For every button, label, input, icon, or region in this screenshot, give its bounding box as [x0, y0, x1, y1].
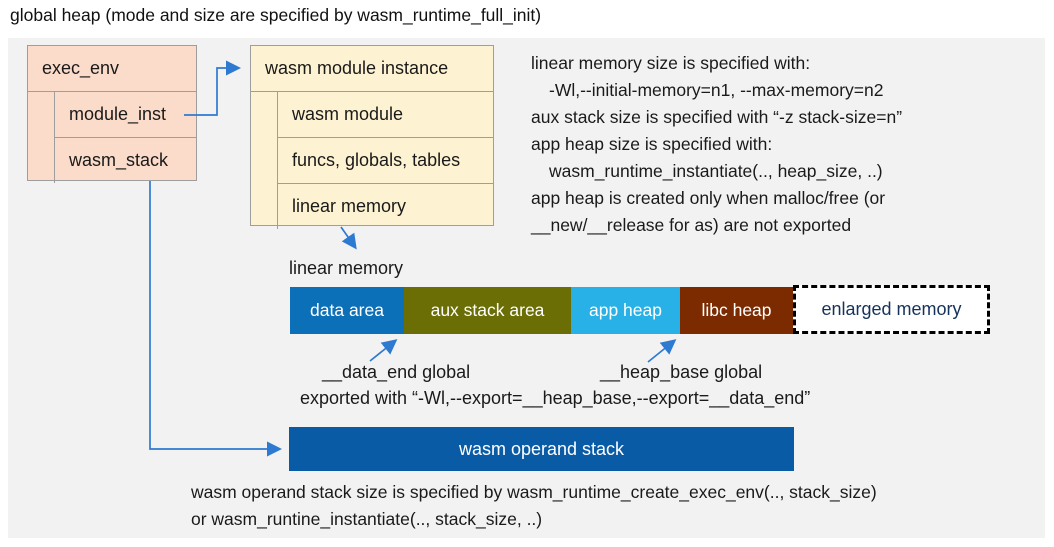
exec-env-gutter [28, 92, 55, 183]
exec-env-row-module-inst: module_inst [55, 92, 196, 138]
size-notes: linear memory size is specified with: -W… [531, 50, 1043, 239]
segment-aux-stack-area: aux stack area [404, 287, 571, 334]
linear-memory-bar: data area aux stack area app heap libc h… [290, 287, 793, 334]
exec-env-rows: module_inst wasm_stack [55, 92, 196, 183]
module-row-linear-memory: linear memory [292, 196, 407, 216]
wasm-module-instance-gutter [251, 92, 278, 229]
segment-enlarged-memory: enlarged memory [793, 285, 990, 334]
linear-memory-label: linear memory [289, 258, 404, 278]
segment-libc-heap: libc heap [680, 287, 793, 334]
exec-env-box: exec_env module_inst wasm_stack [27, 45, 197, 183]
operand-stack-note-line2: or wasm_runtine_instantiate(.., stack_si… [191, 509, 543, 529]
wasm-module-instance-body: wasm module funcs, globals, tables linea… [251, 92, 493, 229]
module-row-funcs-globals-tables: funcs, globals, tables [278, 138, 493, 184]
exec-env-row-wasm-stack: wasm_stack [69, 150, 169, 170]
wasm-operand-stack-bar: wasm operand stack [289, 427, 794, 471]
wasm-module-instance-rows: wasm module funcs, globals, tables linea… [278, 92, 493, 229]
segment-data-area: data area [290, 287, 404, 334]
note-line: -Wl,--initial-memory=n1, --max-memory=n2 [549, 80, 884, 100]
module-row-wasm-module: wasm module [278, 92, 493, 138]
operand-stack-note-line1: wasm operand stack size is specified by … [191, 482, 877, 502]
note-line: linear memory size is specified with: [531, 53, 811, 73]
wasm-module-instance-box: wasm module instance wasm module funcs, … [250, 45, 494, 229]
note-line: app heap size is specified with: [531, 134, 773, 154]
page-title: global heap (mode and size are specified… [10, 5, 542, 25]
note-line: wasm_runtime_instantiate(.., heap_size, … [549, 161, 883, 181]
note-line: __new/__release for as) are not exported [531, 215, 852, 235]
exec-env-body: module_inst wasm_stack [28, 92, 196, 183]
exec-env-header: exec_env [28, 46, 196, 92]
exported-with-label: exported with “-Wl,--export=__heap_base,… [300, 388, 811, 408]
note-line: app heap is created only when malloc/fre… [531, 188, 886, 208]
heap-base-global-label: __heap_base global [600, 362, 763, 382]
note-line: aux stack size is specified with “-z sta… [531, 107, 903, 127]
segment-app-heap: app heap [571, 287, 680, 334]
wasm-module-instance-header: wasm module instance [251, 46, 493, 92]
operand-stack-note: wasm operand stack size is specified by … [191, 479, 877, 533]
data-end-global-label: __data_end global [322, 362, 471, 382]
